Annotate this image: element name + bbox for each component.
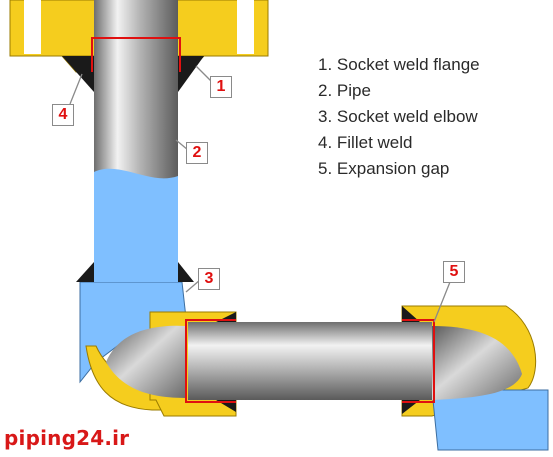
legend-item-pipe: 2. Pipe: [318, 81, 371, 100]
callout-3-elbow: 3: [198, 268, 220, 290]
callout-5-expansion-gap: 5: [443, 261, 465, 283]
fillet-weld: [62, 56, 420, 414]
legend-item-elbow: 3. Socket weld elbow: [318, 107, 478, 126]
watermark: piping24.ir: [4, 426, 130, 450]
socket-weld-elbow: [79, 281, 549, 451]
legend-item-flange: 1. Socket weld flange: [318, 55, 480, 74]
pipe: [94, 0, 432, 400]
callout-4-fillet-weld: 4: [52, 104, 74, 126]
callout-2-pipe: 2: [186, 142, 208, 164]
legend-item-expansion-gap: 5. Expansion gap: [318, 159, 450, 178]
callout-1-flange: 1: [210, 76, 232, 98]
legend: 1. Socket weld flange 2. Pipe 3. Socket …: [318, 52, 480, 182]
expansion-gap: [91, 37, 435, 403]
legend-item-fillet-weld: 4. Fillet weld: [318, 133, 413, 152]
